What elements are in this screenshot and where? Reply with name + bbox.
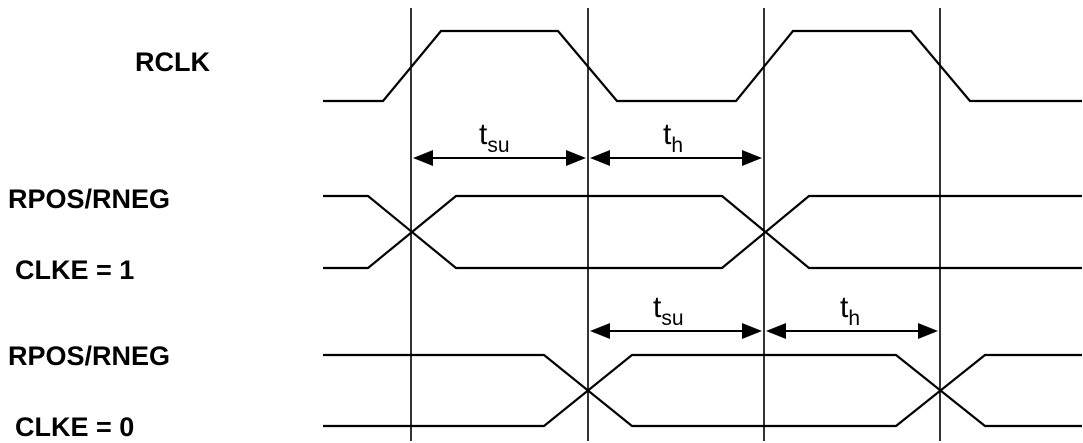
rclk-waveform — [323, 29, 1082, 103]
hold-label-2: th — [840, 291, 860, 330]
rpos-rneg-clke0-waveform — [323, 353, 1082, 428]
reference-lines — [410, 8, 941, 441]
setup-label-2: tsu — [653, 291, 684, 330]
hold-label-1: th — [663, 118, 683, 157]
hold-arrow-2 — [766, 323, 938, 339]
setup-arrow-2 — [590, 323, 762, 339]
rpos-rneg-label-2: RPOS/RNEG — [8, 341, 170, 371]
setup-arrow-1 — [413, 150, 586, 166]
clke-0-label: CLKE = 0 — [15, 412, 134, 442]
rclk-label: RCLK — [135, 47, 210, 77]
rpos-rneg-label-1: RPOS/RNEG — [8, 184, 170, 214]
setup-label-1: tsu — [479, 118, 510, 157]
clke-1-label: CLKE = 1 — [15, 255, 134, 285]
rpos-rneg-clke1-waveform — [323, 194, 1082, 270]
hold-arrow-1 — [590, 150, 762, 166]
